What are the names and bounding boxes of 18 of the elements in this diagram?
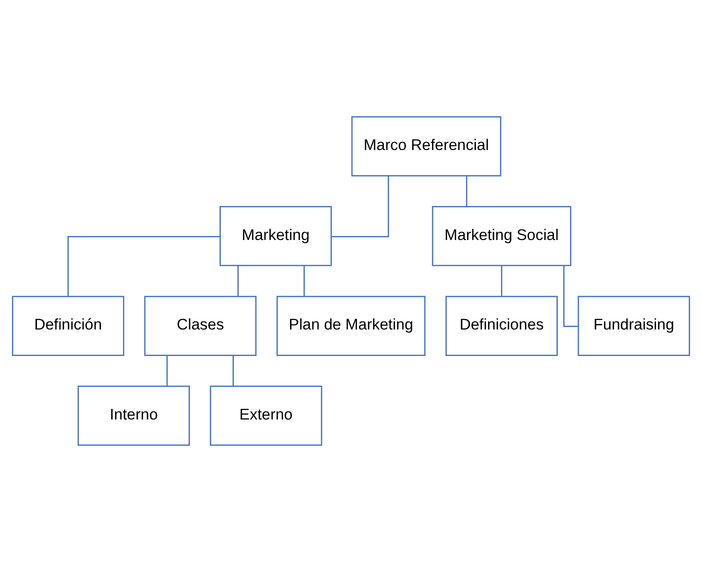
connector [466, 176, 468, 206]
connector [232, 356, 234, 386]
node-box: Interno [78, 386, 190, 446]
node-box: Marketing Social [432, 206, 572, 266]
connector [166, 356, 168, 386]
node-box: Plan de Marketing [276, 296, 426, 356]
node-box: Fundraising [578, 296, 690, 356]
node-box: Marketing [220, 206, 332, 266]
connector [501, 266, 502, 296]
connector [304, 266, 305, 296]
connector [67, 236, 220, 296]
node-box: Definiciones [445, 296, 558, 356]
node-box: Externo [210, 386, 322, 446]
node-box: Clases [144, 296, 257, 356]
connector [331, 176, 390, 238]
node-box: Definición [12, 296, 124, 356]
node-box: Marco Referencial [351, 116, 502, 176]
connector [237, 266, 239, 296]
